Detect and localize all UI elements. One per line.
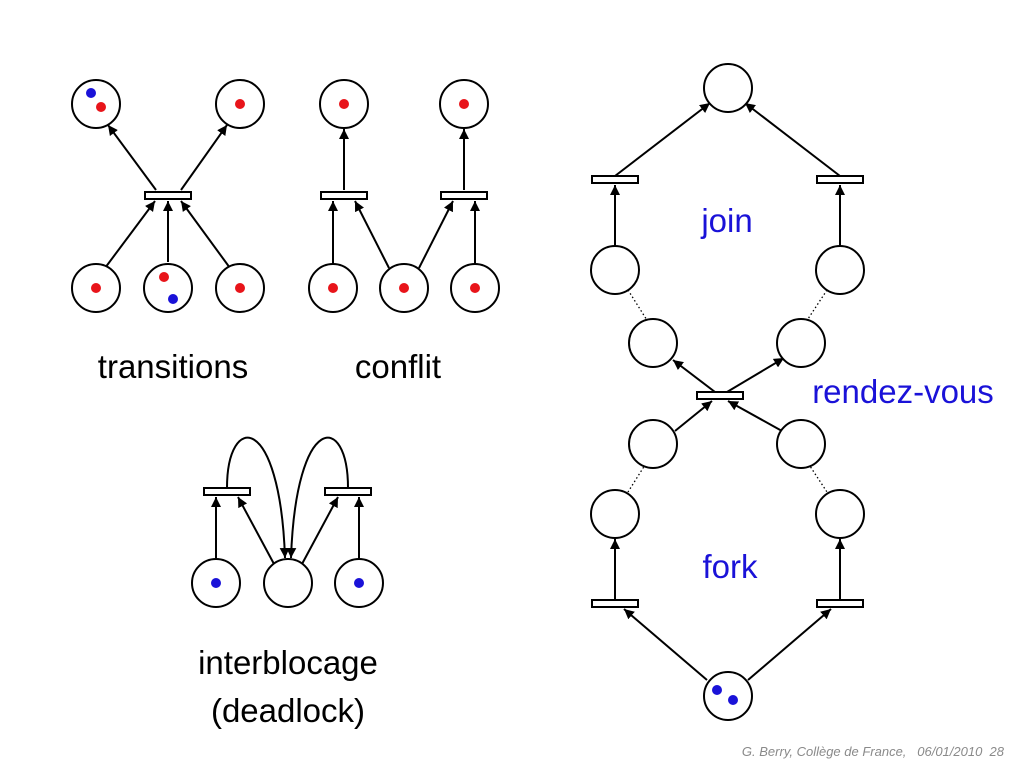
arc [672, 359, 716, 393]
transitions-label: transitions [98, 348, 248, 385]
arc [354, 200, 390, 269]
deadlock-label: (deadlock) [211, 692, 365, 729]
arc [104, 200, 156, 269]
token-blue [211, 578, 221, 588]
token-red [459, 99, 469, 109]
place [71, 79, 121, 129]
fork-join-net: join rendez-vous fork [590, 63, 994, 721]
place [263, 558, 313, 608]
arc [180, 200, 231, 269]
token-red [235, 283, 245, 293]
token-blue [712, 685, 722, 695]
place [815, 245, 865, 295]
arc [237, 496, 275, 565]
arc [727, 400, 783, 432]
conflit-net: conflit [308, 79, 500, 385]
transition-bar [144, 191, 192, 200]
join-label: join [700, 202, 752, 239]
token-red [470, 283, 480, 293]
token-red [339, 99, 349, 109]
token-blue [86, 88, 96, 98]
arc [744, 102, 841, 177]
rendez-vous-label: rendez-vous [812, 373, 994, 410]
conflit-label: conflit [355, 348, 441, 385]
token-blue [354, 578, 364, 588]
place [776, 419, 826, 469]
transition-bar [320, 191, 368, 200]
footer-credit: G. Berry, Collège de France, 06/01/2010 … [741, 744, 1004, 759]
arc [286, 436, 349, 559]
transition-bar [324, 487, 372, 496]
transition-bar [591, 599, 639, 608]
token-red [96, 102, 106, 112]
transition-bar [816, 599, 864, 608]
token-blue [168, 294, 178, 304]
arc [674, 400, 713, 432]
deadlock-net: interblocage (deadlock) [191, 436, 384, 729]
dotted-link [803, 456, 828, 493]
arc [418, 200, 454, 269]
dotted-link [627, 289, 651, 326]
arc [614, 102, 711, 177]
transition-bar [440, 191, 488, 200]
dotted-link [627, 456, 651, 493]
interblocage-label: interblocage [198, 644, 378, 681]
arc [301, 496, 339, 565]
place-join-output [703, 63, 753, 113]
arc [726, 357, 785, 393]
token-red [235, 99, 245, 109]
dotted-link [803, 289, 828, 326]
arc [107, 124, 157, 191]
token-red [159, 272, 169, 282]
place [628, 318, 678, 368]
fork-label: fork [702, 548, 758, 585]
token-blue [728, 695, 738, 705]
transition-bar [816, 175, 864, 184]
place [590, 489, 640, 539]
place [776, 318, 826, 368]
place [815, 489, 865, 539]
transition-bar [203, 487, 251, 496]
arc [623, 608, 708, 681]
place-fork-input [703, 671, 753, 721]
arc [747, 608, 832, 681]
arc [180, 124, 228, 191]
transition-bar [696, 391, 744, 400]
place [143, 263, 193, 313]
transitions-net: transitions [71, 79, 265, 385]
token-red [328, 283, 338, 293]
transition-bar [591, 175, 639, 184]
place [590, 245, 640, 295]
place [628, 419, 678, 469]
token-red [91, 283, 101, 293]
token-red [399, 283, 409, 293]
arc [226, 436, 290, 559]
